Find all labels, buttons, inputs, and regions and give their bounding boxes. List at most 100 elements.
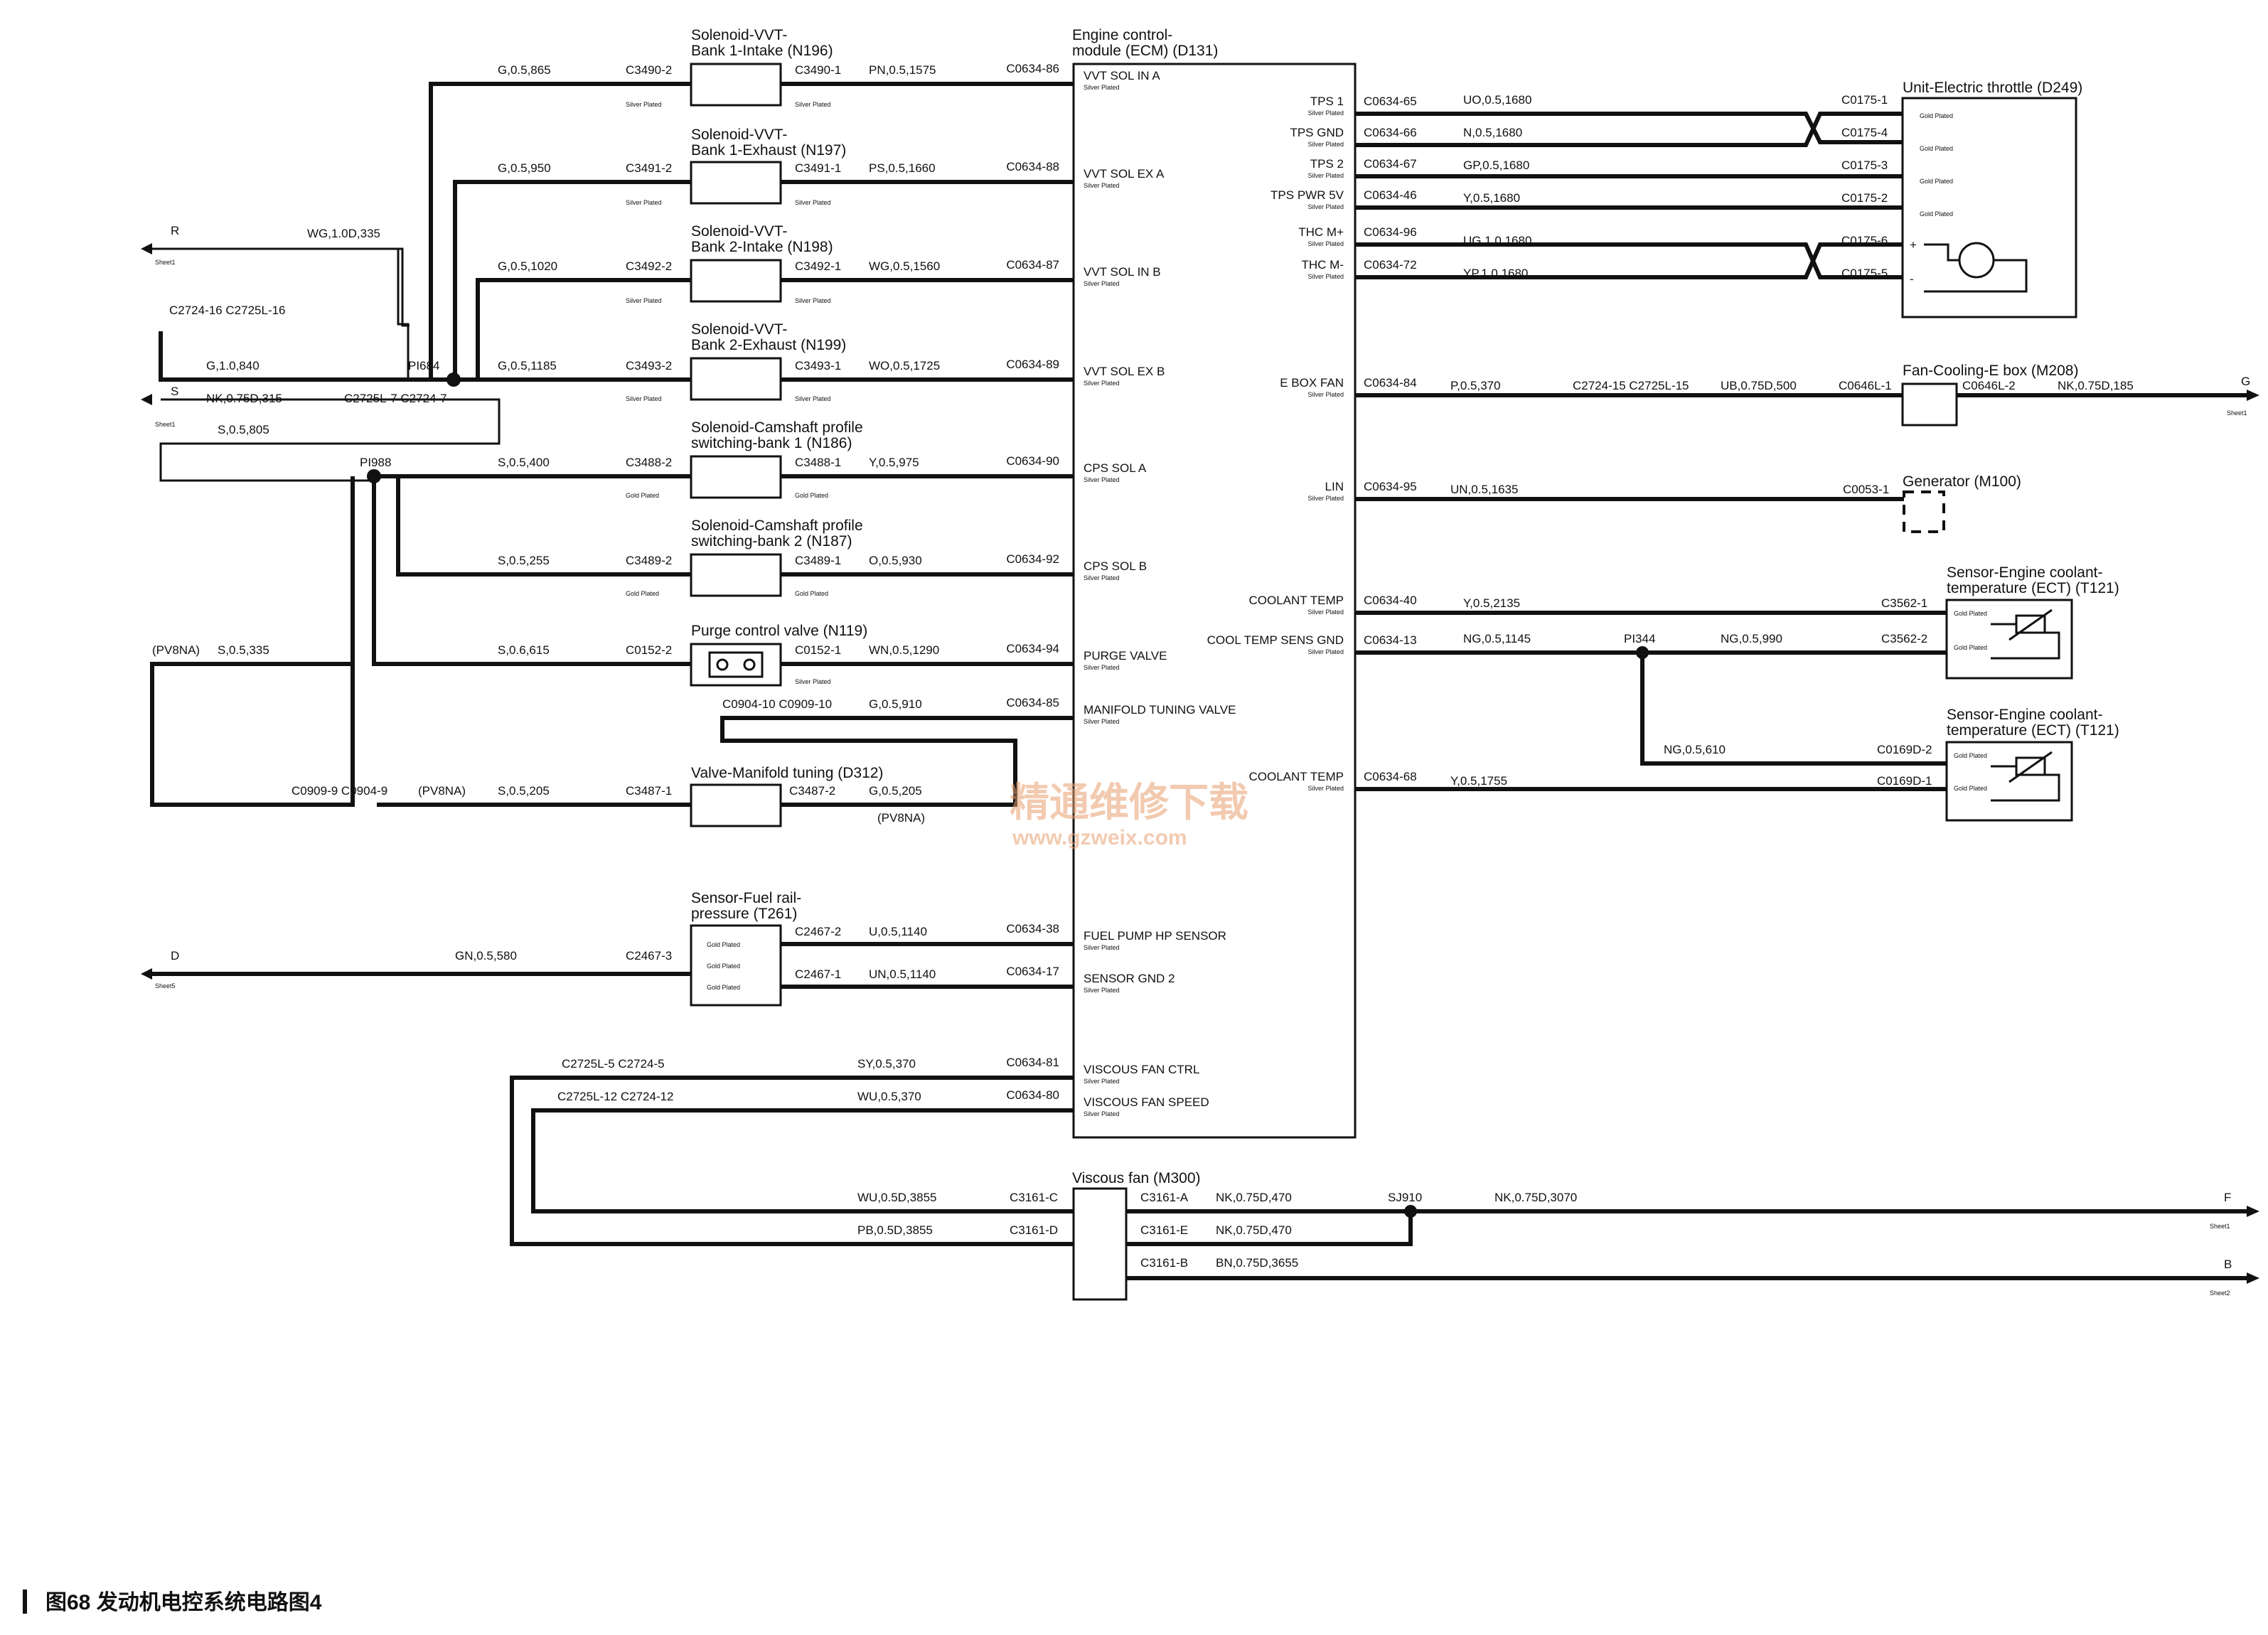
svg-text:C0152-1: C0152-1 <box>795 643 841 657</box>
svg-text:C2467-3: C2467-3 <box>626 949 672 963</box>
ecm-pin-plating: Silver Plated <box>1307 785 1344 792</box>
offsheet-sheet-b: Sheet2 <box>2210 1290 2230 1297</box>
n186-solenoid-box <box>690 455 782 499</box>
m208-title: Fan-Cooling-E box (M208) <box>1903 363 2078 379</box>
svg-text:PN,0.5,1575: PN,0.5,1575 <box>869 63 936 77</box>
svg-text:Gold Plated: Gold Plated <box>1954 610 1987 617</box>
ecm-pin-connector: C0634-86 <box>1006 62 1059 75</box>
ecm-pin-connector: C0634-13 <box>1364 633 1417 647</box>
ecm-module-box <box>1072 63 1357 1139</box>
m208-fan-box <box>1901 382 1958 427</box>
ecm-pin-plating: Silver Plated <box>1084 574 1120 581</box>
ecm-pin-plating: Silver Plated <box>1084 84 1120 91</box>
m300-viscous-fan-box <box>1072 1187 1128 1301</box>
svg-text:BN,0.75D,3655: BN,0.75D,3655 <box>1216 1256 1298 1270</box>
offsheet-sheet-d: Sheet5 <box>155 982 176 990</box>
svg-text:G,1.0,840: G,1.0,840 <box>206 359 260 372</box>
offsheet-arrow-f <box>2247 1206 2259 1217</box>
ecm-pin-connector: C0634-96 <box>1364 225 1417 239</box>
ecm-pin-name: COOLANT TEMP <box>1248 594 1344 607</box>
svg-text:C0646L-2: C0646L-2 <box>1962 379 2016 392</box>
svg-text:S,0.6,615: S,0.6,615 <box>498 643 550 657</box>
ecm-pin-plating: Silver Plated <box>1084 280 1120 287</box>
ecm-pin-name: THC M- <box>1302 258 1344 272</box>
n119-purge-valve-box <box>690 643 782 687</box>
n197-title-1: Solenoid-VVT- <box>691 127 787 143</box>
svg-text:C0175-6: C0175-6 <box>1841 234 1888 247</box>
svg-text:C0152-2: C0152-2 <box>626 643 672 657</box>
svg-text:C0169D-2: C0169D-2 <box>1877 743 1932 756</box>
ecm-pin-name: VISCOUS FAN SPEED <box>1084 1095 1209 1109</box>
svg-text:Gold Plated: Gold Plated <box>1954 644 1987 651</box>
ecm-pin-name: TPS 2 <box>1310 157 1344 171</box>
ecm-pin-name: TPS 1 <box>1310 95 1344 108</box>
svg-text:Silver Plated: Silver Plated <box>626 101 662 108</box>
svg-text:C0646L-1: C0646L-1 <box>1839 379 1892 392</box>
ecm-pin-plating: Silver Plated <box>1084 987 1120 994</box>
n119-valve-symbol <box>708 651 764 678</box>
offsheet-letter-b: B <box>2224 1258 2232 1271</box>
t121a-title-2: temperature (ECT) (T121) <box>1947 580 2119 596</box>
svg-text:WG,1.0D,335: WG,1.0D,335 <box>307 227 380 240</box>
t121b-thermistor-leads <box>1991 751 2060 802</box>
ecm-pin-plating: Silver Plated <box>1084 182 1120 189</box>
svg-text:Silver Plated: Silver Plated <box>795 678 831 685</box>
svg-text:C0169D-1: C0169D-1 <box>1877 774 1932 788</box>
t261-title-2: pressure (T261) <box>691 906 797 922</box>
svg-text:UN,0.5,1140: UN,0.5,1140 <box>869 967 936 981</box>
svg-text:Gold Plated: Gold Plated <box>795 590 828 597</box>
n198-solenoid-box <box>690 259 782 303</box>
wire-labels: G,0.5,865 C3490-2 C3490-1 PN,0.5,1575 G,… <box>152 63 2134 1270</box>
ecm-pin-connector: C0634-90 <box>1006 454 1059 468</box>
ecm-pin-connector: C0634-66 <box>1364 126 1417 139</box>
ecm-pin-name: SENSOR GND 2 <box>1084 972 1175 985</box>
svg-text:C3493-1: C3493-1 <box>795 359 841 372</box>
svg-text:C2724-15 C2725L-15: C2724-15 C2725L-15 <box>1573 379 1689 392</box>
n199-title-1: Solenoid-VVT- <box>691 321 787 338</box>
svg-text:Gold Plated: Gold Plated <box>626 492 659 499</box>
svg-text:C0053-1: C0053-1 <box>1843 483 1889 496</box>
t121b-title-2: temperature (ECT) (T121) <box>1947 722 2119 739</box>
svg-text:C3488-2: C3488-2 <box>626 456 672 469</box>
ecm-pin-plating: Silver Plated <box>1307 273 1344 280</box>
svg-text:NG,0.5,1145: NG,0.5,1145 <box>1463 632 1531 645</box>
ecm-pin-plating: Silver Plated <box>1084 718 1120 725</box>
svg-text:C0175-2: C0175-2 <box>1841 191 1888 205</box>
ecm-pin-name: COOLANT TEMP <box>1248 770 1344 783</box>
svg-text:C2725L-5 C2724-5: C2725L-5 C2724-5 <box>562 1057 665 1071</box>
svg-text:C0175-1: C0175-1 <box>1841 93 1888 107</box>
svg-text:C3562-2: C3562-2 <box>1881 632 1927 645</box>
svg-text:C3492-1: C3492-1 <box>795 259 841 273</box>
svg-text:Gold Plated: Gold Plated <box>1954 752 1987 759</box>
svg-text:Gold Plated: Gold Plated <box>1920 145 1953 152</box>
svg-text:C3161-E: C3161-E <box>1140 1223 1188 1237</box>
svg-text:Gold Plated: Gold Plated <box>707 941 740 948</box>
svg-text:GN,0.5,580: GN,0.5,580 <box>455 949 517 963</box>
ecm-pin-connector: C0634-88 <box>1006 160 1059 173</box>
ecm-pin-name: THC M+ <box>1298 225 1344 239</box>
offsheet-letter-r: R <box>171 224 179 237</box>
ecm-pin-connector: C0634-17 <box>1006 965 1059 978</box>
svg-text:G,0.5,1185: G,0.5,1185 <box>498 359 557 372</box>
plating-tags: Silver Plated Silver Plated Silver Plate… <box>626 101 1987 991</box>
n119-valve-port-icon <box>743 658 756 671</box>
offsheet-arrow-b <box>2247 1272 2259 1284</box>
svg-text:C2725L-12 C2724-12: C2725L-12 C2724-12 <box>557 1090 674 1103</box>
svg-text:Y,0.5,1755: Y,0.5,1755 <box>1450 774 1507 788</box>
offsheet-sheet-r: Sheet1 <box>155 259 176 266</box>
ecm-pin-plating: Silver Plated <box>1307 391 1344 398</box>
offsheet-sheet-g: Sheet1 <box>2227 409 2247 417</box>
ecm-pin-plating: Silver Plated <box>1307 240 1344 247</box>
ecm-pin-plating: Silver Plated <box>1307 109 1344 117</box>
n199-title-2: Bank 2-Exhaust (N199) <box>691 337 846 353</box>
n187-solenoid-box <box>690 553 782 597</box>
d249-throttle-box <box>1901 97 2077 318</box>
svg-text:C2725L-7 C2724-7: C2725L-7 C2724-7 <box>344 392 447 405</box>
ecm-pin-plating: Silver Plated <box>1084 944 1120 951</box>
svg-text:Silver Plated: Silver Plated <box>626 395 662 402</box>
svg-text:Silver Plated: Silver Plated <box>626 199 662 206</box>
svg-text:UN,0.5,1635: UN,0.5,1635 <box>1450 483 1518 496</box>
svg-text:Gold Plated: Gold Plated <box>795 492 828 499</box>
svg-text:NG,0.5,610: NG,0.5,610 <box>1664 743 1726 756</box>
svg-text:C3489-1: C3489-1 <box>795 554 841 567</box>
